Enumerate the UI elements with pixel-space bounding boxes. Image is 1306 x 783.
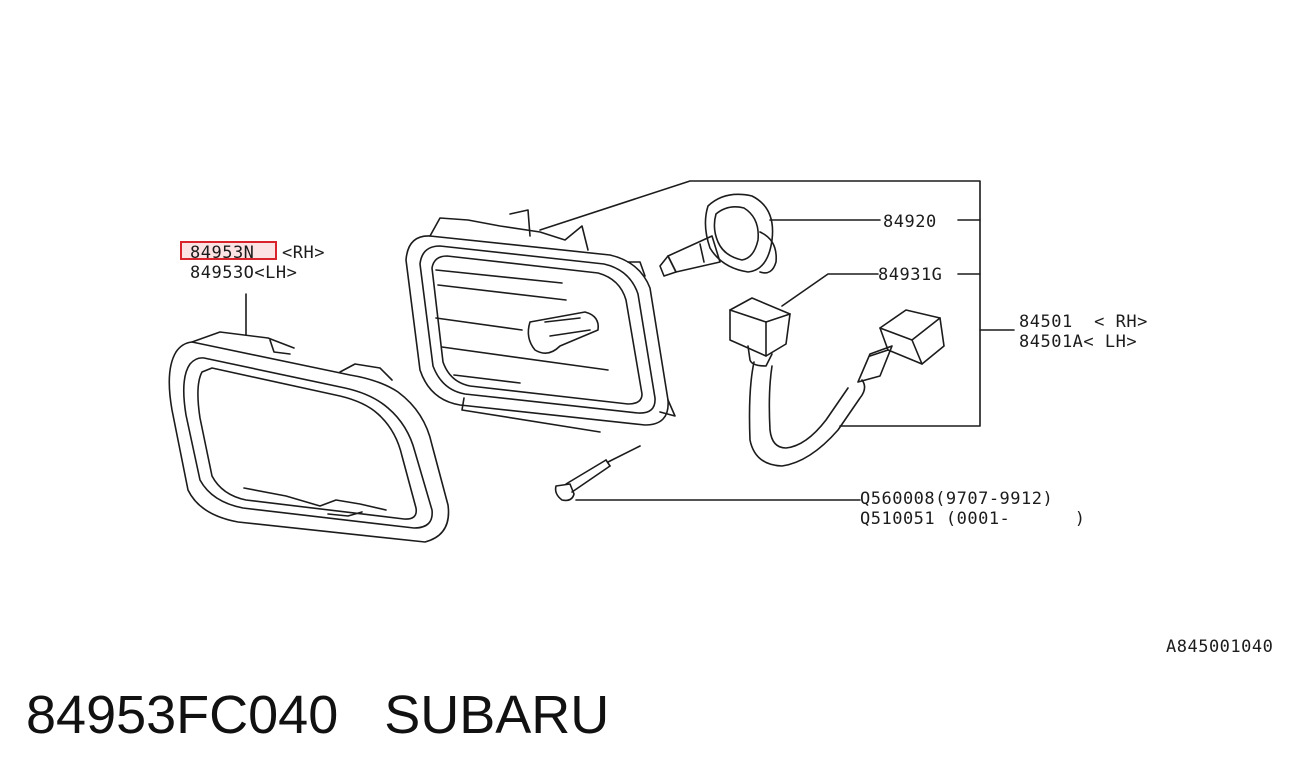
brand-name: SUBARU <box>384 685 610 745</box>
callout-84953n-rh: <RH> <box>282 243 325 263</box>
callout-84501a-lh[interactable]: 84501A< LH> <box>1019 332 1137 352</box>
halogen-bulb <box>659 193 881 277</box>
screw <box>554 445 861 502</box>
diagram-code: A845001040 <box>1166 637 1273 657</box>
callout-84931g[interactable]: 84931G <box>878 265 942 285</box>
socket-harness <box>729 273 945 467</box>
callout-q510051[interactable]: Q510051 (0001- ) <box>860 509 1085 529</box>
bezel-trim-ring <box>168 293 450 543</box>
leader-lines <box>539 180 1015 427</box>
part-number: 84953FC040 <box>26 685 339 745</box>
headlamp-housing <box>405 209 676 433</box>
callout-84953o-lh[interactable]: 84953O<LH> <box>190 263 297 283</box>
callout-84501-rh[interactable]: 84501 < RH> <box>1019 312 1148 332</box>
callout-q560008[interactable]: Q560008(9707-9912) <box>860 489 1053 509</box>
callout-84920[interactable]: 84920 <box>883 212 937 232</box>
part-caption: 84953FC040 SUBARU <box>26 684 609 746</box>
part-highlight-box <box>180 241 277 260</box>
callout-84953n[interactable]: 84953N <box>190 243 254 263</box>
